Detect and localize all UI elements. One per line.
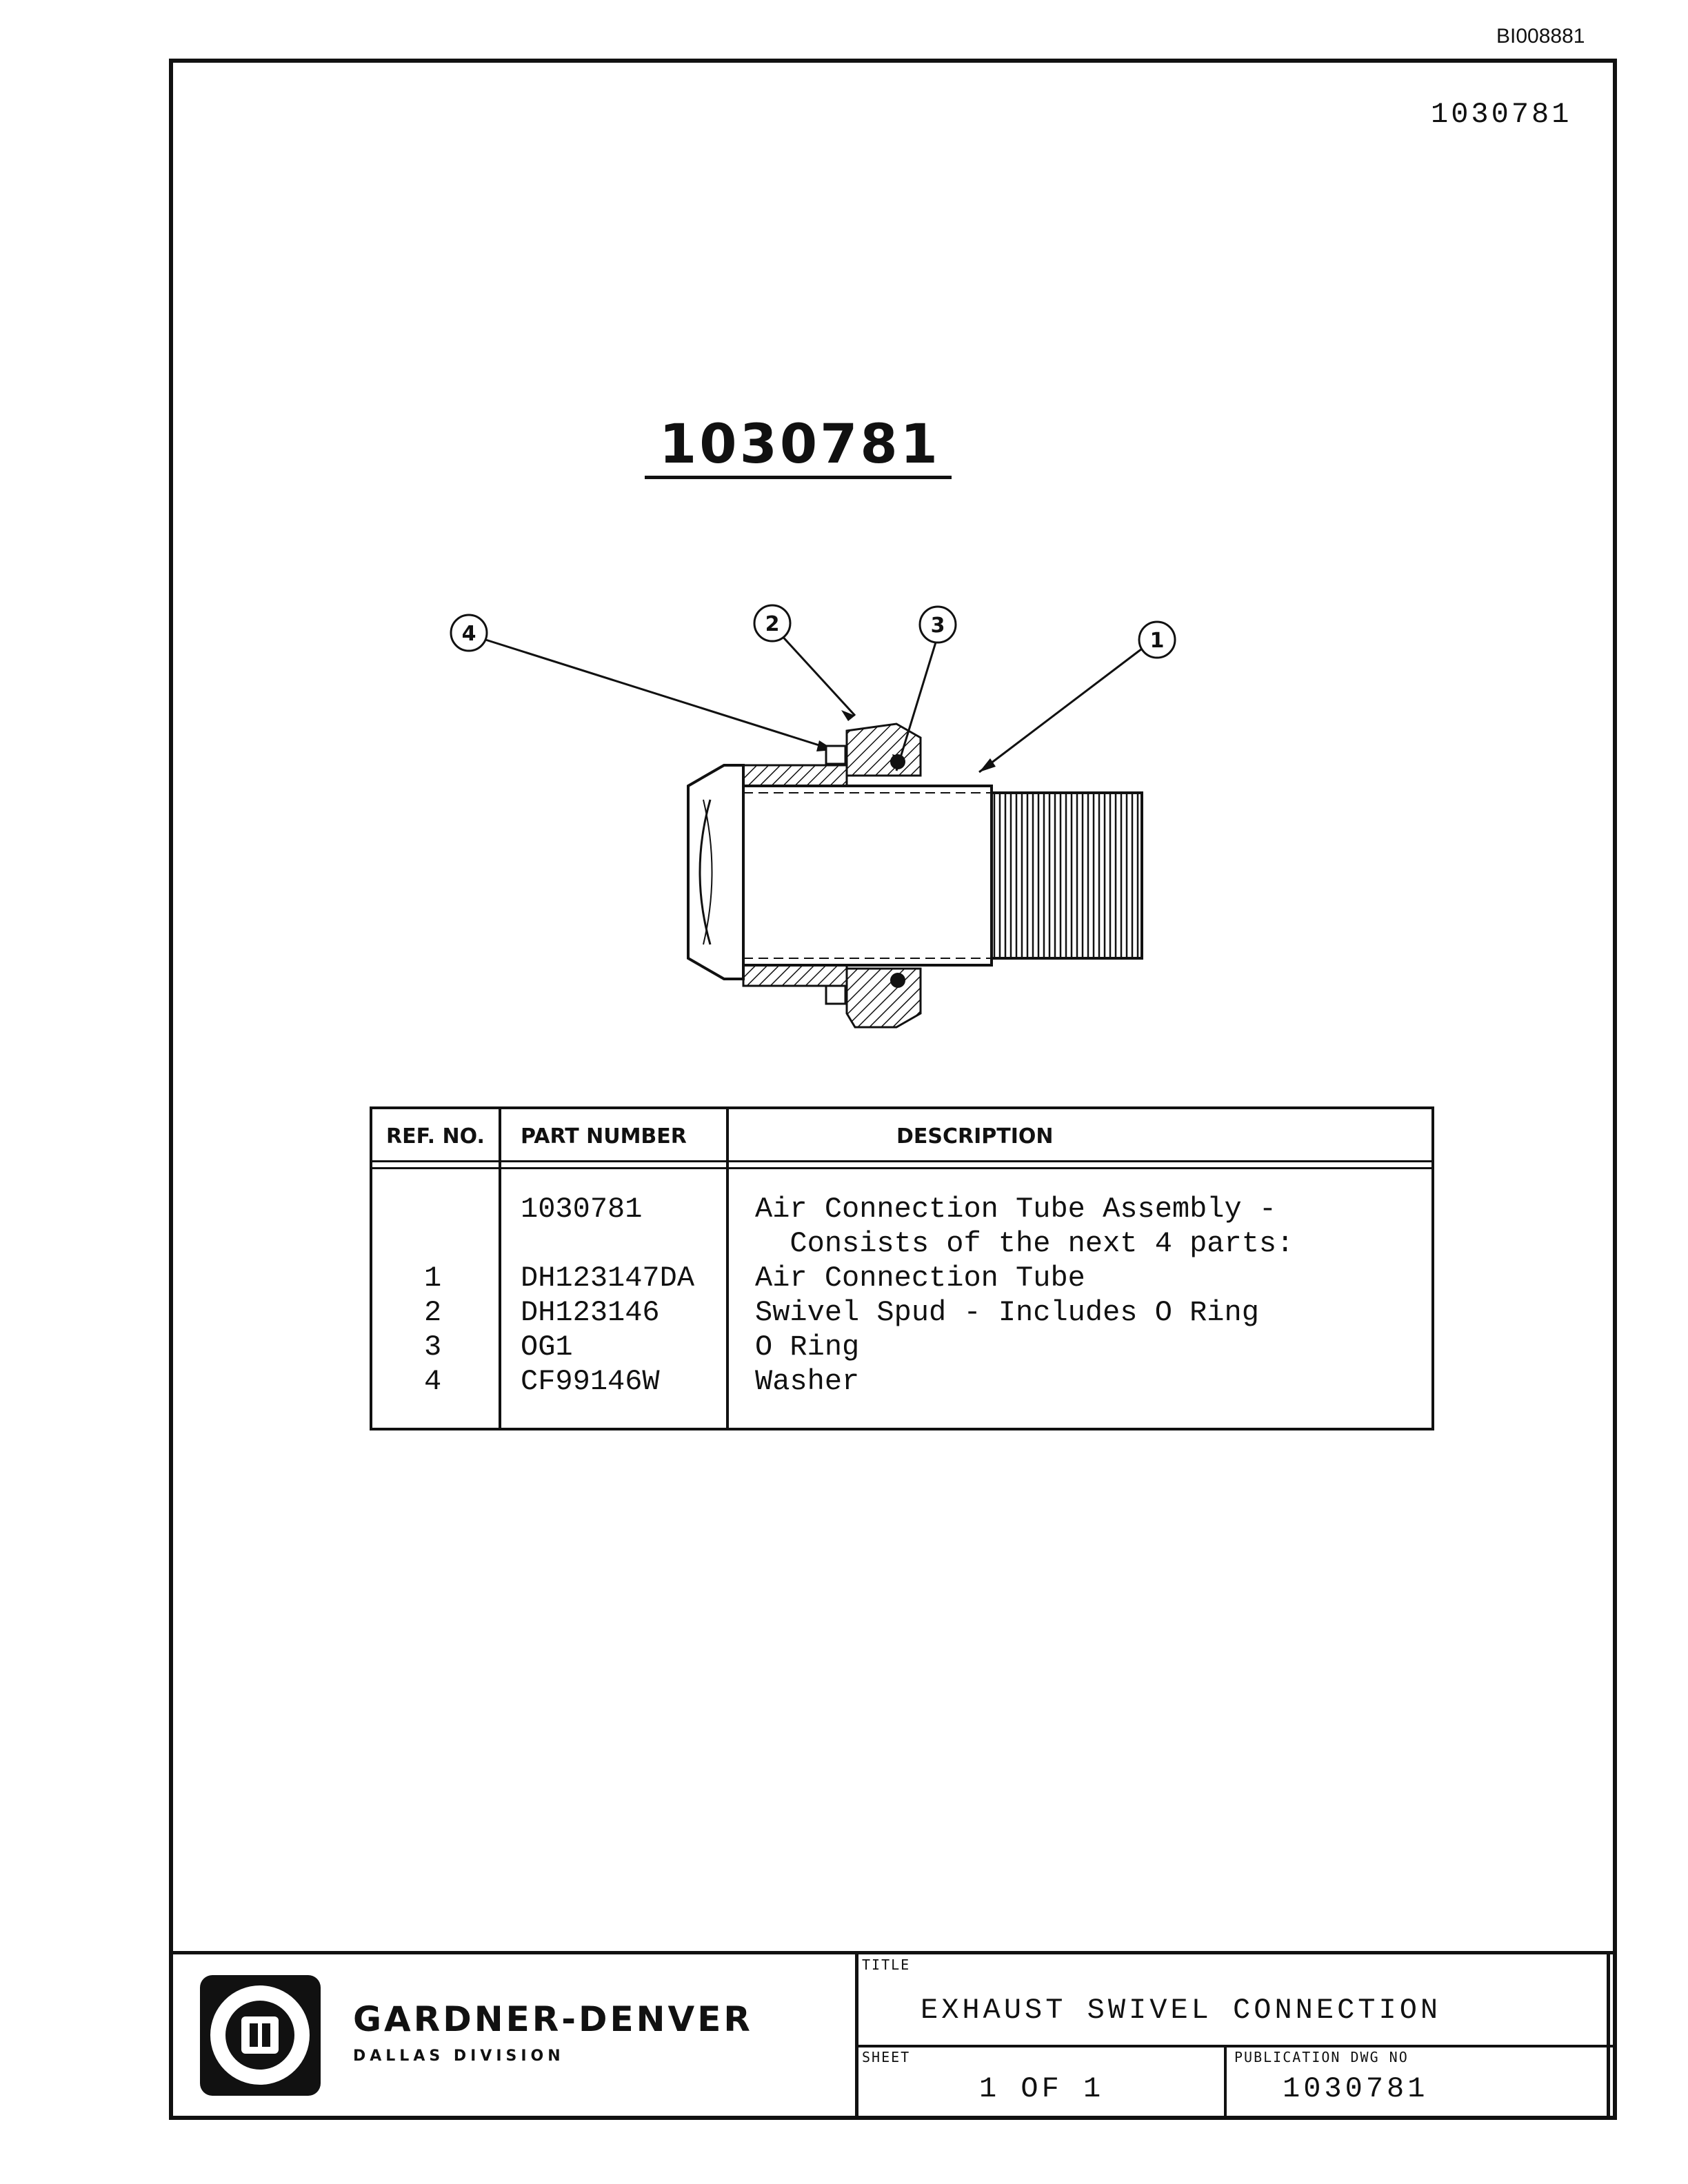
- parts-table: REF. NO. PART NUMBER DESCRIPTION 1030781…: [370, 1106, 1434, 1430]
- leader-line-2: [778, 631, 856, 717]
- row-ref: 2: [424, 1296, 442, 1329]
- row-part: DH123146: [521, 1296, 660, 1329]
- title-label: TITLE: [862, 1957, 911, 1973]
- leader-line-4: [481, 637, 835, 751]
- row-desc: Consists of the next 4 parts:: [755, 1227, 1294, 1260]
- leader-line-1: [978, 645, 1145, 774]
- spud-nut-lower: [845, 967, 922, 1029]
- row-part: DH123147DA: [521, 1262, 695, 1295]
- header-part-number: PART NUMBER: [521, 1124, 687, 1149]
- col-divider: [499, 1109, 501, 1428]
- threaded-end: [990, 791, 1143, 960]
- row-ref: 3: [424, 1331, 442, 1364]
- row-part: 1030781: [521, 1193, 643, 1226]
- tube-flare: [687, 764, 745, 980]
- spud-lower-section: [742, 964, 848, 987]
- drawing-frame: [169, 59, 1617, 2120]
- corner-part-number: 1030781: [1431, 98, 1572, 131]
- row-desc: Swivel Spud - Includes O Ring: [755, 1296, 1259, 1329]
- row-ref: 1: [424, 1262, 442, 1295]
- arrowhead-1: [979, 758, 996, 772]
- callout-circle-3: [918, 605, 957, 644]
- row-part: CF99146W: [521, 1365, 660, 1398]
- washer-upper: [825, 745, 847, 765]
- drawing-name: EXHAUST SWIVEL CONNECTION: [921, 1994, 1442, 2027]
- company-division: DALLAS DIVISION: [353, 2048, 565, 2065]
- air-connection-tube: [742, 785, 993, 967]
- spud-nut-upper: [845, 722, 922, 777]
- header-ref-no: REF. NO.: [386, 1124, 485, 1149]
- o-ring-lower: [890, 973, 905, 988]
- publication-label: PUBLICATION DWG NO: [1234, 2049, 1409, 2065]
- header-description: DESCRIPTION: [896, 1124, 1054, 1149]
- arrowhead-2: [841, 710, 855, 721]
- drawing-title: 1030781: [659, 414, 941, 476]
- assembly-drawing: 4 2 3 1: [450, 604, 1176, 1029]
- row-desc: Air Connection Tube Assembly -: [755, 1193, 1277, 1226]
- row-ref: 4: [424, 1365, 442, 1398]
- row-desc: Washer: [755, 1365, 860, 1398]
- row-desc: Air Connection Tube: [755, 1262, 1085, 1295]
- header-divider: [372, 1167, 1431, 1169]
- company-logo: [200, 1975, 321, 2096]
- callout-circle-2: [753, 604, 792, 643]
- callout-label-2: 2: [765, 612, 780, 636]
- document-id: BI008881: [1496, 25, 1585, 48]
- title-block: GARDNER-DENVER DALLAS DIVISION TITLE EXH…: [172, 1951, 1614, 2116]
- callout-label-3: 3: [931, 614, 945, 638]
- header-divider: [372, 1160, 1431, 1162]
- sheet-label: SHEET: [862, 2049, 911, 2065]
- title-underline: [645, 476, 952, 479]
- callout-label-1: 1: [1150, 629, 1165, 653]
- row-part: OG1: [521, 1331, 573, 1364]
- o-ring-upper: [890, 754, 905, 769]
- washer-lower: [825, 984, 847, 1005]
- spud-upper-section: [742, 764, 848, 787]
- sheet-number: 1 OF 1: [979, 2072, 1105, 2105]
- company-name: GARDNER-DENVER: [353, 1999, 753, 2039]
- col-divider: [726, 1109, 729, 1428]
- row-desc: O Ring: [755, 1331, 860, 1364]
- flare-curve: [699, 799, 712, 945]
- publication-number: 1030781: [1283, 2072, 1429, 2105]
- callout-circle-4: [450, 614, 488, 652]
- callout-label-4: 4: [462, 622, 476, 646]
- callout-circle-1: [1138, 620, 1176, 659]
